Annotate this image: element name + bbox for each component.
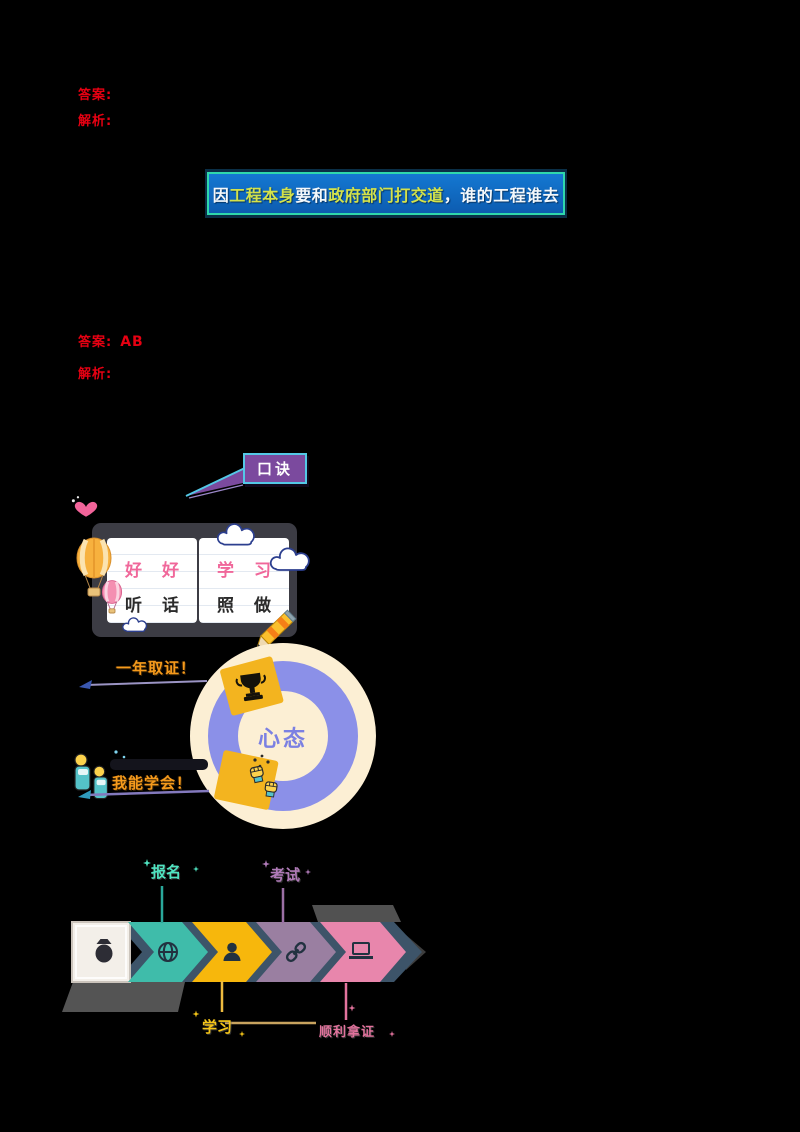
answer-label-2: 答案:AB <box>78 334 144 350</box>
sparkle-icon <box>262 860 311 875</box>
trophy-icon <box>235 672 266 702</box>
slide-text: 因工程本身要和政府部门打交道，谁的工程谁去 <box>213 182 560 206</box>
can-learn-label: 我能学会！ <box>112 774 193 792</box>
koujue-label: 口诀 <box>256 460 293 478</box>
confetti-dot <box>114 750 118 754</box>
fist-icon <box>249 765 264 784</box>
mindset-center-label: 心态 <box>257 727 309 752</box>
flow-label-exam: 考试 <box>269 866 300 884</box>
answer-label-1: 答案: <box>78 88 113 103</box>
confetti-dot <box>122 755 126 759</box>
sparkle-icon <box>143 859 199 872</box>
analysis-label-2: 解析: <box>78 367 113 382</box>
motto-left-top: 好 好 <box>125 561 186 581</box>
fist-icon <box>264 781 278 798</box>
cheering-figure-icon <box>74 753 91 791</box>
process-flow <box>62 859 426 1037</box>
person-icon <box>223 942 241 961</box>
flow-shadow <box>62 982 185 1012</box>
sparkle-icon <box>192 1010 245 1037</box>
sparkle-icon <box>348 1004 395 1037</box>
slide-seg: 要和 <box>295 185 329 205</box>
slide-seg: ，谁的工程谁去 <box>443 185 560 205</box>
koujue-callout: 口诀 <box>243 453 307 484</box>
cloud-icon <box>217 523 255 546</box>
hot-air-balloon-icon <box>76 537 112 597</box>
confetti-dots <box>253 754 270 768</box>
cloud-icon <box>269 547 310 571</box>
heart-icon <box>71 496 98 517</box>
answer-value: AB <box>120 334 144 350</box>
can-learn-underline <box>78 789 210 799</box>
dark-marker-bar <box>110 759 208 770</box>
motto-left-bottom: 听 话 <box>125 596 186 616</box>
globe-icon <box>158 942 178 962</box>
slide-seg: 因 <box>212 185 230 205</box>
money-bag-icon <box>95 939 113 963</box>
fist-wedge <box>214 750 279 810</box>
motto-panel-left: 好 好 听 话 <box>107 538 197 623</box>
koujue-callout-tail <box>185 466 248 499</box>
slide-seg: 工程本身 <box>229 185 296 205</box>
chain-link-icon <box>285 941 307 963</box>
flow-label-signup: 报名 <box>150 863 181 881</box>
flow-step-5 <box>320 922 406 982</box>
motto-right-bottom: 照 做 <box>217 596 278 616</box>
motto-card: 好 好 听 话 学 习 照 做 <box>92 523 297 637</box>
flow-label-get-cert: 顺利拿证 <box>318 1025 375 1040</box>
slide-screenshot: 因工程本身要和政府部门打交道，谁的工程谁去 <box>205 169 567 218</box>
cloud-icon <box>122 617 148 633</box>
motto-right-top: 学 习 <box>217 561 278 581</box>
slide-seg: 政府部门打交道 <box>328 185 444 205</box>
slide-frame: 因工程本身要和政府部门打交道，谁的工程谁去 <box>207 172 565 215</box>
flow-shadow <box>312 905 401 922</box>
laptop-icon <box>349 942 373 959</box>
analysis-label-1: 解析: <box>78 114 113 129</box>
cert-label: 一年取证！ <box>116 659 197 677</box>
flow-label-study: 学习 <box>201 1018 232 1036</box>
motto-panel-right: 学 习 照 做 <box>199 538 289 623</box>
small-balloon-icon <box>101 580 123 614</box>
cert-arrow <box>79 680 208 689</box>
mindset-diagram <box>190 643 376 829</box>
